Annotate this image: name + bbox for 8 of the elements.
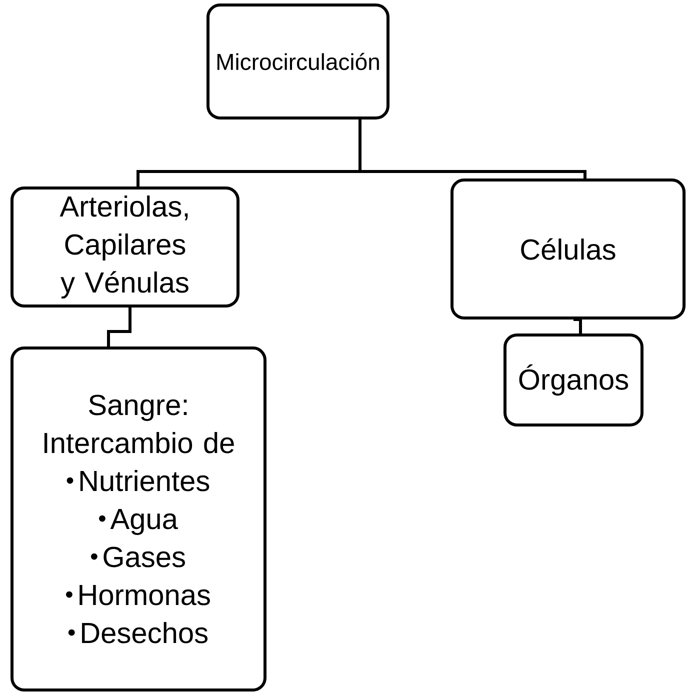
connector-line xyxy=(107,306,132,350)
text-box: Sangre: Intercambio de Nutrientes Agua Gases Hormonas Desechos xyxy=(10,346,266,692)
connector-line xyxy=(358,118,586,180)
text-box: Microcirculación xyxy=(206,4,390,120)
text-box: Arteriolas, Capilares y Vénulas xyxy=(10,186,240,308)
text-box: Órganos xyxy=(504,334,644,426)
text-box: Células xyxy=(450,178,686,320)
connector-line xyxy=(574,318,582,335)
